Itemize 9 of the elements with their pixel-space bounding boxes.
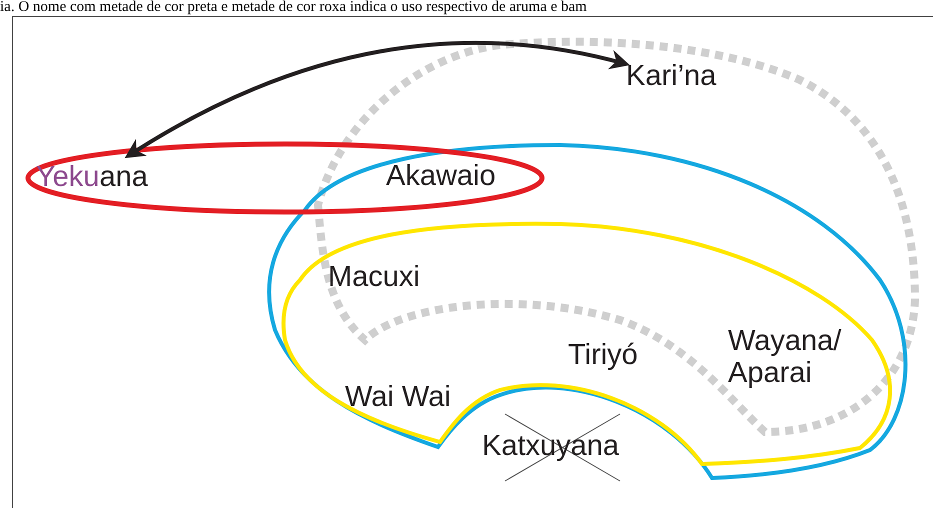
double-arrow xyxy=(124,41,630,158)
group-name: Tiriyó xyxy=(568,340,638,372)
group-name: Wayana/ Aparai xyxy=(728,326,842,390)
group-name: Wai Wai xyxy=(345,382,451,414)
group-name: Macuxi xyxy=(328,262,420,294)
group-name: Kari’na xyxy=(626,61,716,93)
caption: ia. O nome com metade de cor preta e metade de cor roxa indica o uso respectivo de aruma e bam xyxy=(0,0,587,15)
group-name: Yekuana xyxy=(36,162,148,194)
group-name: Akawaio xyxy=(386,161,496,193)
